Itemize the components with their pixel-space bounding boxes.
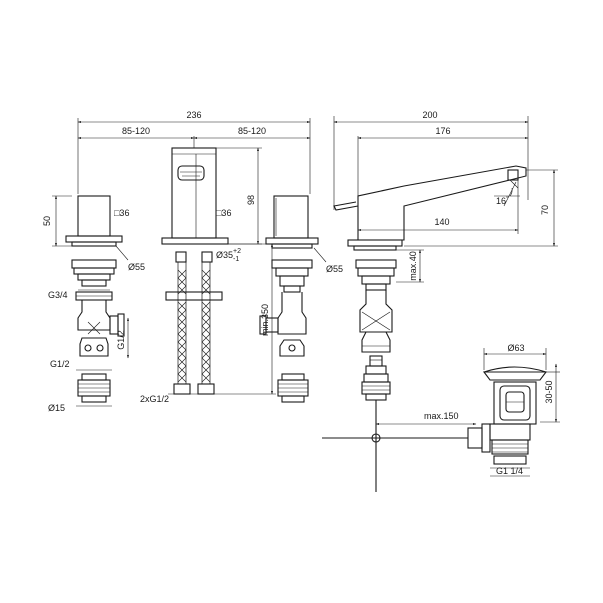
dia-center-tol-plus: +2 xyxy=(233,248,241,255)
popup-waste: Ø63 30-50 max.150 G1 1/4 xyxy=(375,343,560,477)
max-40-label: max.40 xyxy=(408,251,418,281)
dia-15-label: Ø15 xyxy=(48,403,65,413)
right-handle-valve: Ø55 xyxy=(259,195,343,403)
thread-g34-label: G3/4 xyxy=(48,290,68,300)
thread-g12-label: G1/2 xyxy=(50,359,70,369)
spout-total-label: 200 xyxy=(422,110,437,120)
waste-max-label: max.150 xyxy=(424,411,459,421)
angle-unit: ° xyxy=(506,195,509,203)
top-dimensions: 236 85-120 85-120 200 176 xyxy=(77,110,529,210)
angle-value-label: 16° xyxy=(496,195,509,206)
handle-height-label: 50 xyxy=(42,216,52,226)
spout-rise-label: 70 xyxy=(540,205,550,215)
dia-left-label: Ø55 xyxy=(128,262,145,272)
mixer-spout: 70 140 16° max.40 xyxy=(322,165,558,492)
spout-height-label: 98 xyxy=(246,195,256,205)
thread-g12-side-label: G1/2 xyxy=(116,330,126,350)
waste-height-label: 30-50 xyxy=(544,380,554,403)
dia-center-tol-minus: -1 xyxy=(233,256,239,263)
dia-center-label: Ø35 xyxy=(216,250,233,260)
spacing-right-label: 85-120 xyxy=(238,126,266,136)
spout-reach-label: 176 xyxy=(435,126,450,136)
waste-thread-label: G1 1/4 xyxy=(496,466,523,476)
square-center-label: □36 xyxy=(216,208,231,218)
dia-right-label: Ø55 xyxy=(326,264,343,274)
spout-base-label: 140 xyxy=(434,217,449,227)
waste-dia-label: Ø63 xyxy=(507,343,524,353)
min-350-label: min.350 xyxy=(260,304,270,336)
spacing-left-label: 85-120 xyxy=(122,126,150,136)
overall-width-label: 236 xyxy=(186,110,201,120)
angle-value: 16 xyxy=(496,196,506,206)
left-handle-valve: 50 □36 Ø55 G3/4 G1/2 G1/2 Ø15 xyxy=(42,195,145,413)
hose-thread-label: 2xG1/2 xyxy=(140,394,169,404)
square-left-label: □36 xyxy=(114,208,129,218)
center-spout: □36 Ø35 +2 -1 98 2xG1/2 min.350 xyxy=(140,147,276,404)
